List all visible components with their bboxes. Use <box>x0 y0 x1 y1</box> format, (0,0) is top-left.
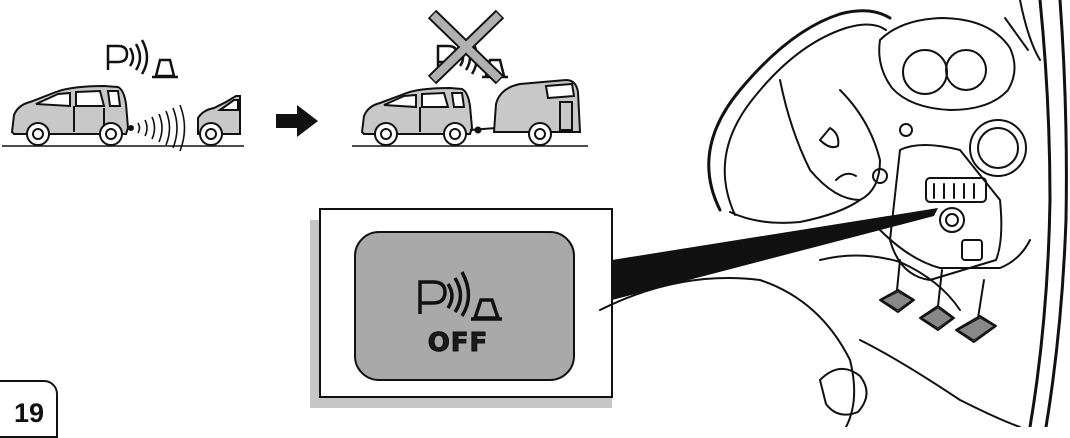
page-number: 19 <box>0 398 58 429</box>
towing-car <box>362 88 496 145</box>
caravan <box>494 80 580 145</box>
parking-sensor-icon <box>108 40 178 77</box>
off-label: OFF <box>413 328 503 358</box>
dashboard-illustration <box>600 0 1066 427</box>
reversing-car <box>12 86 133 145</box>
right-arrow-icon <box>276 105 318 137</box>
parking-sensor-crossed-icon <box>432 14 508 80</box>
illustration-canvas <box>0 0 1070 427</box>
sensor-waves <box>138 105 185 151</box>
obstacle-car <box>198 96 240 145</box>
